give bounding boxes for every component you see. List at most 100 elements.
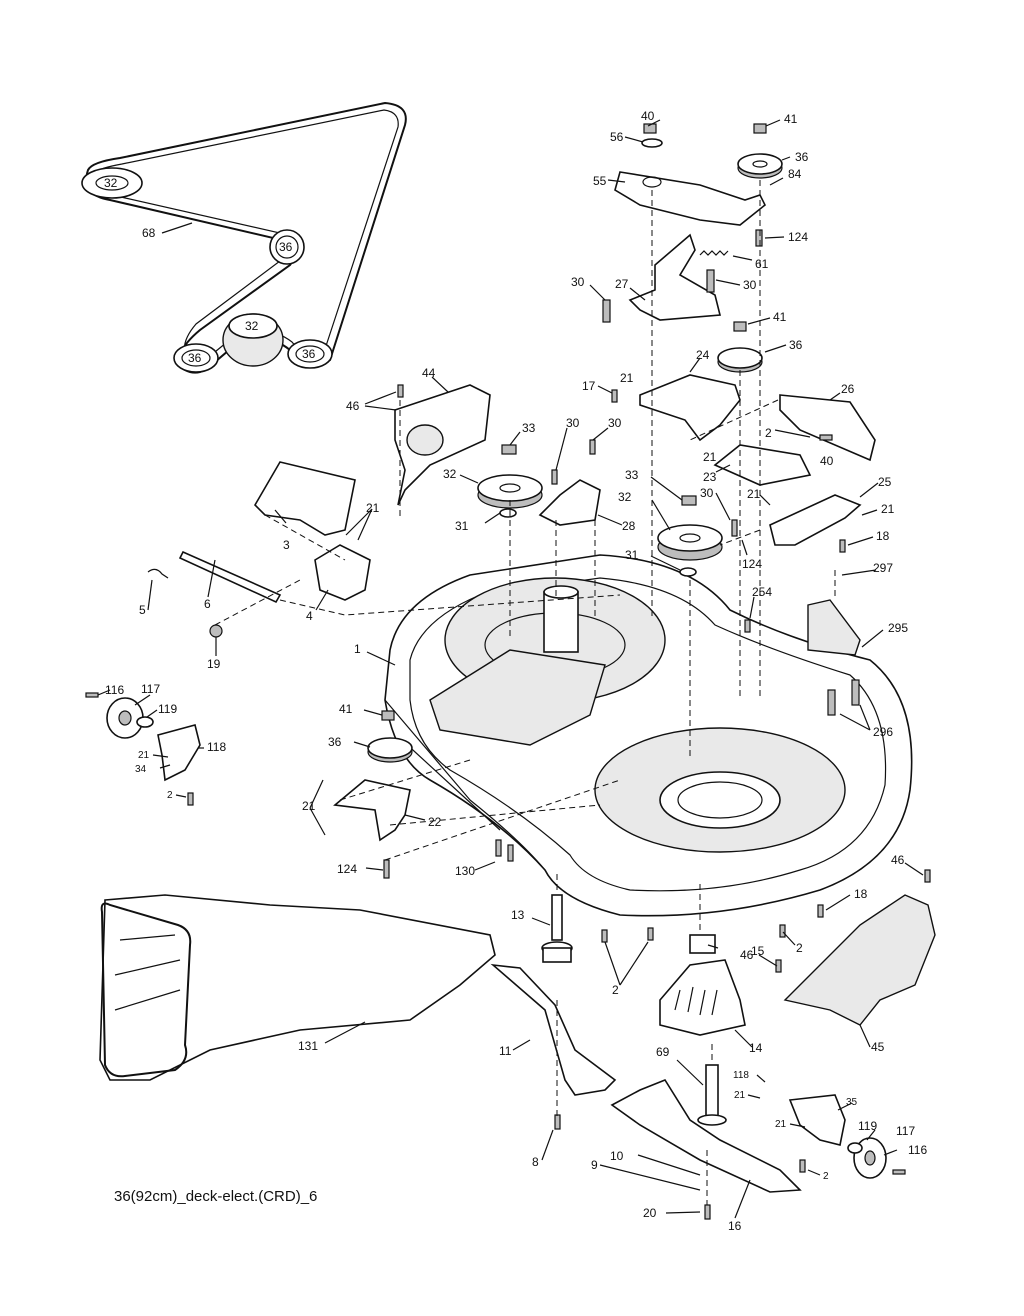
callout-118: 118 [207,740,226,754]
callout-22: 22 [428,815,442,829]
spindle-69 [697,1064,727,1126]
pulley-32-top: 32 [81,167,143,199]
callout-23: 23 [703,470,717,484]
callout-35: 35 [846,1097,858,1108]
bracket-27 [628,233,722,321]
callout-118: 118 [733,1070,749,1081]
callout-297: 297 [873,561,893,575]
callout-21: 21 [734,1090,746,1101]
nut-40 [643,123,657,134]
pulley-36-mid [717,321,763,373]
callout-21: 21 [366,501,380,515]
callout-26: 26 [841,382,855,396]
callout-21: 21 [138,750,150,761]
pulley-label: 32 [245,319,259,333]
diagram-reference-code: 36(92cm)_deck-elect.(CRD)_6 [114,1188,318,1205]
callout-36: 36 [795,150,809,164]
belt-routing-inset: 32 36 32 36 36 68 [81,101,407,374]
callout-2: 2 [765,426,772,440]
callout-33: 33 [522,421,536,435]
callout-31: 31 [455,519,469,533]
callout-30: 30 [743,278,757,292]
callout-117: 117 [141,682,160,696]
callout-18: 18 [876,529,890,543]
callout-40: 40 [820,454,834,468]
callout-18: 18 [854,887,868,901]
callout-13: 13 [511,908,525,922]
cover-44 [394,384,491,506]
nut-41-upper [753,123,767,134]
callout-116: 116 [105,683,124,697]
callout-1: 1 [354,642,361,656]
callout-2: 2 [167,790,173,801]
spindle-housing-14 [659,934,746,1036]
washer-56 [641,138,663,148]
callout-28: 28 [622,519,636,533]
pulley-label: 36 [279,240,293,254]
belt-label: 68 [142,226,156,240]
spindle-13 [541,894,573,963]
callout-30: 30 [700,486,714,500]
callout-9: 9 [591,1158,598,1172]
callout-46: 46 [891,853,905,867]
blade-16 [610,1079,802,1193]
callout-16: 16 [728,1219,742,1233]
callout-labels: 40 41 56 36 84 55 124 61 30 27 30 41 36 … [105,109,927,1233]
callout-33: 33 [625,468,639,482]
idler-arm-55 [614,171,767,226]
bracket-28 [538,479,601,526]
callout-41: 41 [773,310,787,324]
callout-32: 32 [443,467,457,481]
callout-30: 30 [571,275,585,289]
pulley-32-center: 32 [222,313,284,367]
callout-21: 21 [302,799,316,813]
gauge-wheel-right [788,1094,887,1179]
callout-6: 6 [204,597,211,611]
fasteners [85,384,931,1220]
callout-20: 20 [643,1206,657,1220]
callout-46: 46 [740,948,754,962]
callout-2: 2 [823,1171,829,1182]
bracket-3 [253,461,356,536]
gauge-wheel-left [106,697,201,782]
bolt-30-left [602,299,611,323]
callout-14: 14 [749,1041,763,1055]
callout-25: 25 [878,475,892,489]
callout-30: 30 [608,416,622,430]
bracket-24 [639,374,741,442]
pulley-36-bottom-right: 36 [287,339,333,369]
callout-24: 24 [696,348,710,362]
callout-21: 21 [775,1119,787,1130]
callout-3: 3 [283,538,290,552]
plate-26 [779,394,876,462]
callout-4: 4 [306,609,313,623]
pulley-32-right [657,495,723,577]
callout-21: 21 [747,487,761,501]
callout-117: 117 [896,1124,915,1138]
pulley-36-left: 36 [173,343,219,373]
pulley-36-upper [737,153,783,179]
callout-55: 55 [593,174,607,188]
callout-119: 119 [858,1119,877,1133]
callout-45: 45 [871,1040,885,1054]
idler-arm-25 [769,494,862,546]
callout-27: 27 [615,277,629,291]
plate-23 [713,444,812,486]
callout-69: 69 [656,1045,670,1059]
callout-10: 10 [610,1149,624,1163]
callout-30: 30 [566,416,580,430]
discharge-chute-131 [99,894,496,1081]
callout-119: 119 [158,702,177,716]
callout-36: 36 [328,735,342,749]
assembly-guide-lines [214,180,836,1205]
callout-130: 130 [455,864,475,878]
callout-21: 21 [703,450,717,464]
pulley-label: 36 [302,347,316,361]
callout-34: 34 [135,764,147,775]
leader-lines [97,119,924,1219]
callout-296: 296 [873,725,893,739]
deck-housing [384,554,913,917]
bracket-4 [314,544,371,601]
callout-11: 11 [499,1044,512,1058]
